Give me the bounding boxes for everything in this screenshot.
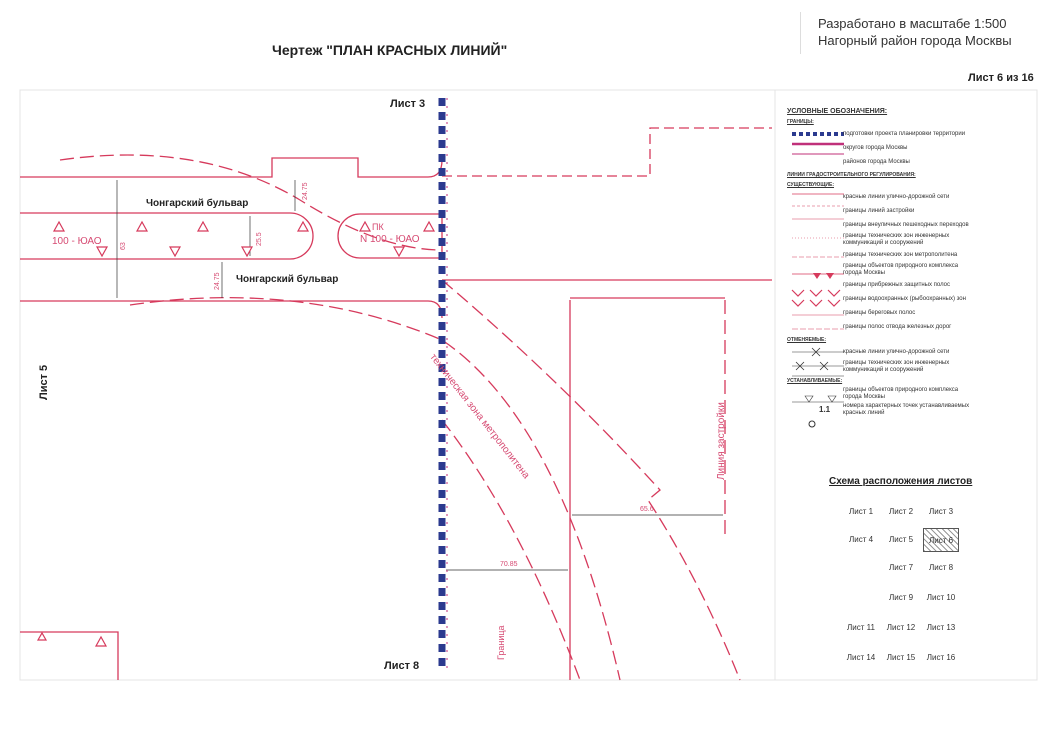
triangle-marker (135, 220, 149, 232)
triangle-marker (52, 220, 66, 232)
dashed-curve-metro-mid (441, 419, 581, 681)
triangle-marker (196, 220, 210, 232)
triangle-marker (168, 246, 182, 258)
legend-row: районов города Москвы (843, 158, 910, 165)
scheme-sheet-9[interactable]: Лист 9 (888, 593, 914, 602)
scheme-sheet-13[interactable]: Лист 13 (926, 623, 956, 632)
plan-frame (19, 89, 776, 681)
triangle-marker (422, 220, 436, 232)
scale-info: Разработано в масштабе 1:500 Нагорный ра… (818, 15, 1012, 49)
zone-label-left: 100 - ЮАО (52, 236, 102, 247)
dashed-curve-metro-right (441, 279, 741, 681)
triangle-marker (36, 631, 48, 641)
scheme-sheet-6-current[interactable]: Лист 6 (923, 528, 959, 552)
triangle-marker (392, 246, 406, 258)
legend-row: границы полос отвода железных дорог (843, 323, 952, 330)
legend-group-cancelled: ОТМЕНЯЕМЫЕ: (787, 337, 827, 343)
street-label-lower: Чонгарский бульвар (236, 274, 339, 285)
scheme-sheet-12[interactable]: Лист 12 (886, 623, 916, 632)
legend-row: границы технических зон инженерных комму… (843, 233, 950, 246)
legend-row: границы объектов природного комплекса го… (843, 387, 959, 400)
scheme-sheet-1[interactable]: Лист 1 (848, 507, 874, 516)
legend-row: границы линий застройки (843, 207, 915, 214)
legend-row: границы прибрежных защитных полос (843, 281, 951, 288)
header-divider (800, 12, 801, 54)
scheme-sheet-15[interactable]: Лист 15 (886, 653, 916, 662)
dimension-label: 24.75 (302, 182, 309, 200)
dashed-curve-top (59, 154, 443, 251)
legend-heading: УСЛОВНЫЕ ОБОЗНАЧЕНИЯ: (787, 108, 888, 115)
build-line-label: Линия застройки (716, 402, 727, 480)
scheme-sheet-2[interactable]: Лист 2 (888, 507, 914, 516)
scheme-sheet-11[interactable]: Лист 11 (847, 623, 875, 632)
legend-row: округов города Москвы (843, 144, 908, 151)
drawing-title: Чертеж "ПЛАН КРАСНЫХ ЛИНИЙ" (272, 42, 508, 58)
legend-row: границы внеуличных пешеходных переходов (843, 221, 969, 228)
legend-frame (774, 89, 1038, 681)
red-line-lower (20, 300, 443, 319)
zone-label-right: N 100 - ЮАО (360, 234, 420, 245)
legend-row: границы водоохранных (рыбоохранных) зон (843, 295, 966, 302)
legend-row: красные линии улично-дорожной сети (843, 193, 950, 200)
zone-code-right: ПК (372, 222, 384, 232)
dashed-curve-metro-left (129, 297, 621, 681)
scheme-sheet-3[interactable]: Лист 3 (928, 507, 954, 516)
red-line-upper (20, 157, 443, 178)
scheme-sheet-4[interactable]: Лист 4 (848, 535, 874, 544)
sheet-number: Лист 6 из 16 (968, 72, 1034, 84)
dimension-label: 24.75 (214, 272, 221, 290)
scheme-sheet-14[interactable]: Лист 14 (846, 653, 876, 662)
bottom-vertical-label: Граница (496, 625, 506, 660)
scheme-sheet-8[interactable]: Лист 8 (928, 563, 954, 572)
street-label-upper: Чонгарский бульвар (146, 198, 249, 209)
dimension-label: 70.85 (500, 561, 518, 568)
district-line: Нагорный район города Москвы (818, 33, 1012, 48)
red-line-median-left (20, 212, 314, 260)
red-line-upper-right (442, 127, 772, 177)
triangle-marker (240, 246, 254, 258)
legend-group-existing: СУЩЕСТВУЮЩИЕ: (787, 182, 835, 188)
sheet-link-bottom[interactable]: Лист 8 (384, 660, 420, 672)
legend-row: красные линии улично-дорожной сети (843, 348, 950, 355)
sheet-link-left[interactable]: Лист 5 (38, 364, 50, 400)
sheet-link-top[interactable]: Лист 3 (390, 98, 426, 110)
red-line-corner (20, 631, 119, 680)
dimension-label: 63 (120, 242, 127, 250)
scheme-sheet-16[interactable]: Лист 16 (926, 653, 956, 662)
scheme-sheet-5[interactable]: Лист 5 (888, 535, 914, 544)
legend-row: границы технических зон инженерных комму… (843, 360, 950, 373)
scheme-sheet-10[interactable]: Лист 10 (926, 593, 956, 602)
legend-row: границы береговых полос (843, 309, 916, 316)
legend-row: границы объектов природного комплекса го… (843, 263, 959, 276)
scale-line: Разработано в масштабе 1:500 (818, 16, 1007, 31)
dimension-label: 25.5 (256, 232, 263, 246)
legend-group-lines: ЛИНИИ ГРАДОСТРОИТЕЛЬНОГО РЕГУЛИРОВАНИЯ: (787, 172, 916, 178)
legend: УСЛОВНЫЕ ОБОЗНАЧЕНИЯ: ГРАНИЦЫ: подготовк… (787, 108, 975, 419)
legend-row: подготовки проекта планировки территории (843, 130, 966, 137)
scheme-title: Схема расположения листов (829, 476, 973, 487)
triangle-marker (95, 246, 109, 258)
triangle-marker (296, 220, 310, 232)
triangle-marker (358, 220, 372, 232)
legend-row: границы технических зон метрополитена (843, 251, 958, 258)
red-line-median-right (337, 213, 443, 259)
dimension-label: 65.6 (640, 506, 654, 513)
legend-symbols (791, 132, 844, 428)
triangle-marker (94, 635, 108, 647)
legend-group-new: УСТАНАВЛИВАЕМЫЕ: (787, 378, 843, 384)
legend-group-borders: ГРАНИЦЫ: (787, 119, 814, 125)
scheme-sheet-7[interactable]: Лист 7 (888, 563, 914, 572)
